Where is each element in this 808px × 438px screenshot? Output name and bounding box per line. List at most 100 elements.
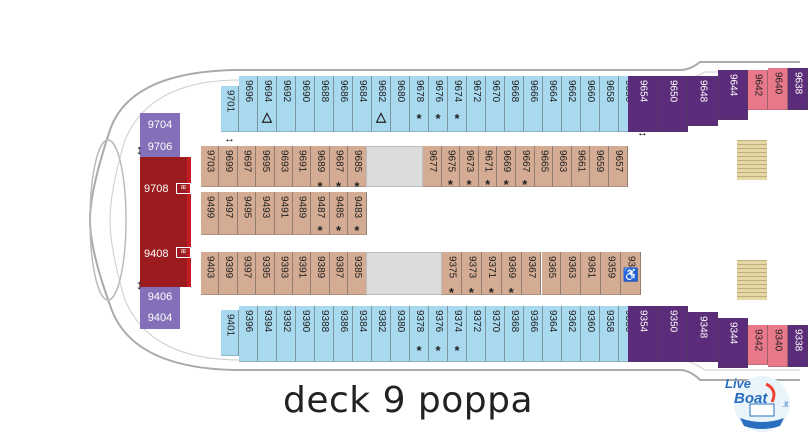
cabin-9392[interactable]: 9392 [277,306,296,362]
cabin-9678[interactable]: 9678* [410,76,429,132]
cabin-9372[interactable]: 9372 [467,306,486,362]
cabin-9491[interactable]: 9491 [274,192,293,235]
cabin-9667[interactable]: 9667* [516,146,535,191]
cabin-9386[interactable]: 9386 [334,306,353,362]
cabin-9382[interactable]: 9382 [372,306,391,362]
cabin-9692[interactable]: 9692 [277,76,296,132]
cabin-9399[interactable]: 9399 [219,252,238,295]
cabin-9694[interactable]: 9694△ [258,76,277,132]
cabin-9338[interactable]: 9338 [788,325,808,367]
cabin-9401[interactable]: 9401 [221,310,239,356]
cabin-9364[interactable]: 9364 [543,306,562,362]
cabin-9362[interactable]: 9362 [562,306,581,362]
cabin-9672[interactable]: 9672 [467,76,486,132]
cabin-9696[interactable]: 9696 [239,76,258,132]
cabin-9668[interactable]: 9668 [505,76,524,132]
cabin-9374[interactable]: 9374* [448,306,467,362]
cabin-9363[interactable]: 9363 [561,252,582,295]
cabin-9677[interactable]: 9677 [423,146,442,187]
cabin-9697[interactable]: 9697 [237,146,257,187]
cabin-9669[interactable]: 9669* [497,146,516,191]
cabin-9499[interactable]: 9499 [201,192,220,235]
cabin-9689[interactable]: 9689* [311,146,330,193]
cabin-9497[interactable]: 9497 [219,192,238,235]
cabin-9661[interactable]: 9661 [571,146,591,187]
cabin-9350[interactable]: 9350 [658,306,688,362]
cabin-9380[interactable]: 9380 [391,306,410,362]
cabin-9367[interactable]: 9367 [521,252,542,295]
cabin-9682[interactable]: 9682△ [372,76,391,132]
cabin-9376[interactable]: 9376* [429,306,448,362]
cabin-9659[interactable]: 9659 [590,146,609,187]
cabin-9393[interactable]: 9393 [274,252,293,295]
cabin-9642[interactable]: 9642 [748,70,768,110]
cabin-9354[interactable]: 9354 [628,306,658,362]
cabin-9673[interactable]: 9673* [460,146,479,191]
cabin-9489[interactable]: 9489 [293,192,312,235]
cabin-9391[interactable]: 9391 [293,252,312,295]
cabin-9648[interactable]: 9648 [688,76,718,126]
cabin-9370[interactable]: 9370 [486,306,505,362]
cabin-9342[interactable]: 9342 [748,325,768,365]
cabin-9670[interactable]: 9670 [486,76,505,132]
cabin-9704[interactable]: 9704 [140,113,180,137]
cabin-9373[interactable]: 9373* [461,252,482,299]
cabin-9396[interactable]: 9396 [239,306,258,362]
cabin-9671[interactable]: 9671* [478,146,498,191]
cabin-9389[interactable]: 9389 [311,252,330,295]
cabin-9340[interactable]: 9340 [768,325,788,367]
cabin-9394[interactable]: 9394 [258,306,277,362]
cabin-9359[interactable]: 9359 [601,252,622,295]
cabin-9358[interactable]: 9358 [600,306,619,362]
cabin-9485[interactable]: 9485* [329,192,349,237]
cabin-9371[interactable]: 9371* [481,252,502,299]
cabin-9344[interactable]: 9344 [718,318,748,368]
cabin-9640[interactable]: 9640 [768,68,788,110]
cabin-9664[interactable]: 9664 [543,76,562,132]
cabin-9384[interactable]: 9384 [353,306,372,362]
cabin-9666[interactable]: 9666 [524,76,543,132]
cabin-9644[interactable]: 9644 [718,70,748,120]
cabin-9375[interactable]: 9375* [442,252,462,299]
cabin-9660[interactable]: 9660 [581,76,600,132]
cabin-9357[interactable]: 9357♿ [621,252,641,295]
cabin-9680[interactable]: 9680 [391,76,410,132]
cabin-9665[interactable]: 9665 [534,146,554,187]
cabin-9493[interactable]: 9493 [256,192,275,235]
cabin-9654[interactable]: 9654↔ [628,76,658,139]
cabin-9686[interactable]: 9686 [334,76,353,132]
cabin-9675[interactable]: 9675* [441,146,461,191]
cabin-9684[interactable]: 9684 [353,76,372,132]
cabin-9687[interactable]: 9687* [329,146,349,193]
cabin-9385[interactable]: 9385 [348,252,367,295]
cabin-9662[interactable]: 9662 [562,76,581,132]
cabin-9699[interactable]: 9699 [219,146,238,187]
cabin-9403[interactable]: 9403 [201,252,220,295]
cabin-9701[interactable]: 9701↔ [221,86,239,145]
cabin-9695[interactable]: 9695 [256,146,275,187]
cabin-9676[interactable]: 9676* [429,76,448,132]
cabin-9348[interactable]: 9348 [688,312,718,362]
cabin-9397[interactable]: 9397 [237,252,257,295]
cabin-9387[interactable]: 9387 [329,252,349,295]
cabin-9674[interactable]: 9674* [448,76,467,132]
cabin-9688[interactable]: 9688 [315,76,334,132]
cabin-9495[interactable]: 9495 [237,192,257,235]
cabin-9703[interactable]: 9703 [201,146,220,187]
cabin-9368[interactable]: 9368 [505,306,524,362]
cabin-9388[interactable]: 9388 [315,306,334,362]
cabin-9693[interactable]: 9693 [274,146,293,187]
cabin-9483[interactable]: 9483* [348,192,367,237]
cabin-9691[interactable]: 9691 [293,146,312,187]
cabin-9360[interactable]: 9360 [581,306,600,362]
cabin-9706[interactable]: 9706 [140,137,180,157]
cabin-9390[interactable]: 9390 [296,306,315,362]
cabin-9487[interactable]: 9487* [311,192,330,237]
cabin-9663[interactable]: 9663 [553,146,572,187]
cabin-9395[interactable]: 9395 [256,252,275,295]
cabin-9365[interactable]: 9365 [541,252,562,295]
cabin-9404[interactable]: 9404 [140,307,180,329]
cabin-9408[interactable]: 9408 [140,221,191,287]
cabin-9708[interactable]: 9708 [140,157,191,221]
cabin-9657[interactable]: 9657 [609,146,628,187]
